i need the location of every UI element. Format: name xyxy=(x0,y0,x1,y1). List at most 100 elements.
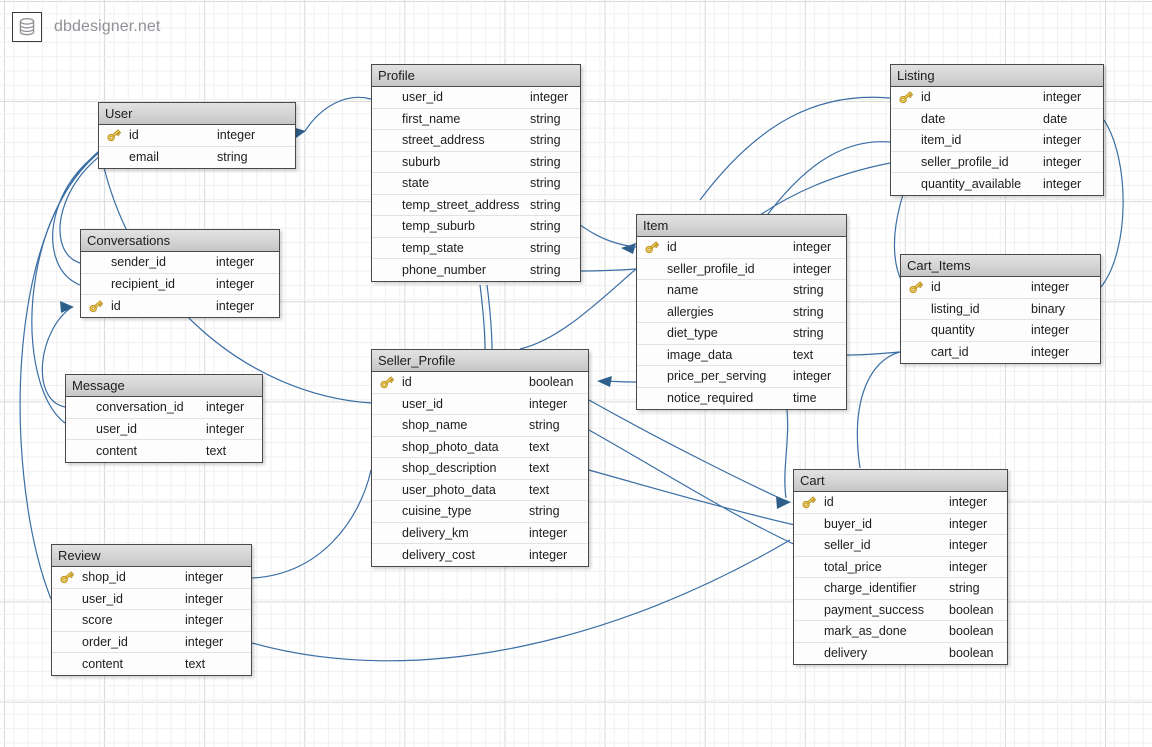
field-name: temp_state xyxy=(402,240,464,255)
table-title-profile[interactable]: Profile xyxy=(372,65,580,87)
key-slot-empty xyxy=(794,514,824,535)
table-title-cart[interactable]: Cart xyxy=(794,470,1007,492)
table-title-review[interactable]: Review xyxy=(52,545,251,567)
table-title-item[interactable]: Item xyxy=(637,215,846,237)
field-row[interactable]: shop_name string xyxy=(372,415,588,437)
table-title-cart_items[interactable]: Cart_Items xyxy=(901,255,1100,277)
field-type: text xyxy=(185,656,206,671)
field-name: shop_name xyxy=(402,418,468,433)
field-type: string xyxy=(793,283,824,298)
table-title-message[interactable]: Message xyxy=(66,375,262,397)
field-type: integer xyxy=(949,516,988,531)
key-slot-empty xyxy=(372,216,402,237)
field-name: state xyxy=(402,176,430,191)
field-type: integer xyxy=(529,396,568,411)
field-type: string xyxy=(530,240,561,255)
field-name: user_photo_data xyxy=(402,482,496,497)
field-type: binary xyxy=(1031,301,1066,316)
database-icon xyxy=(12,12,42,42)
table-title-seller_profile[interactable]: Seller_Profile xyxy=(372,350,588,372)
table-title-listing[interactable]: Listing xyxy=(891,65,1103,87)
field-type: string xyxy=(529,418,560,433)
field-type: string xyxy=(793,304,824,319)
field-type: integer xyxy=(530,90,569,105)
field-row[interactable]: state string xyxy=(372,173,580,195)
primary-key-icon xyxy=(891,87,921,108)
field-type: string xyxy=(530,176,561,191)
table-title-conversations[interactable]: Conversations xyxy=(81,230,279,252)
table-title-user[interactable]: User xyxy=(99,103,295,125)
key-slot-empty xyxy=(637,388,667,410)
field-row[interactable]: temp_state string xyxy=(372,237,580,259)
field-type: integer xyxy=(185,613,224,628)
field-name: cuisine_type xyxy=(402,504,472,519)
field-type: integer xyxy=(1031,323,1070,338)
field-name: notice_required xyxy=(667,391,754,406)
